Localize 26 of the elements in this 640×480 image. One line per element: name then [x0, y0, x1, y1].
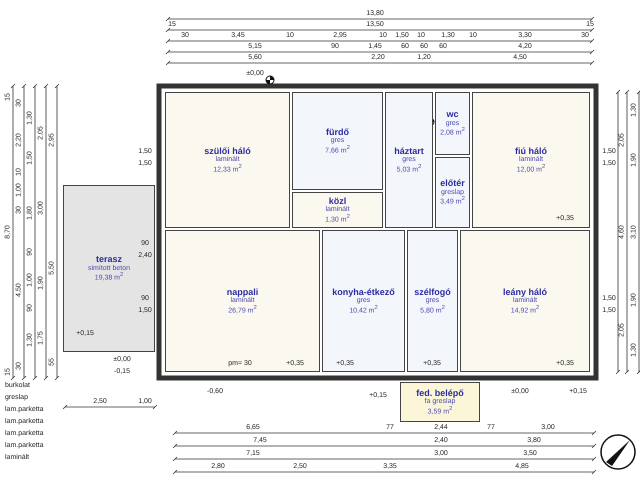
room-name: előtér — [440, 179, 465, 188]
room — [63, 185, 155, 352]
room-name: közl — [328, 196, 346, 206]
room-name: fed. belépő — [416, 388, 464, 398]
room-name: szülői háló — [204, 146, 251, 156]
room-name: terasz — [96, 255, 122, 264]
room — [472, 92, 590, 228]
room-name: leány háló — [502, 288, 547, 297]
room — [435, 157, 470, 228]
room — [400, 382, 480, 422]
room — [322, 230, 405, 372]
room-name: háztart — [394, 146, 424, 156]
room-name: wc — [446, 110, 458, 120]
room — [165, 92, 290, 228]
room — [460, 230, 590, 372]
room-name: fiú háló — [515, 146, 547, 156]
room — [165, 230, 320, 372]
room — [407, 230, 458, 372]
room-name: szélfogó — [414, 288, 451, 298]
room-name: fürdő — [326, 128, 349, 138]
room — [435, 92, 470, 155]
room-name: nappali — [226, 288, 258, 297]
room — [292, 192, 383, 228]
room-name: konyha-étkező — [332, 288, 395, 298]
room — [385, 92, 433, 228]
room — [292, 92, 383, 190]
